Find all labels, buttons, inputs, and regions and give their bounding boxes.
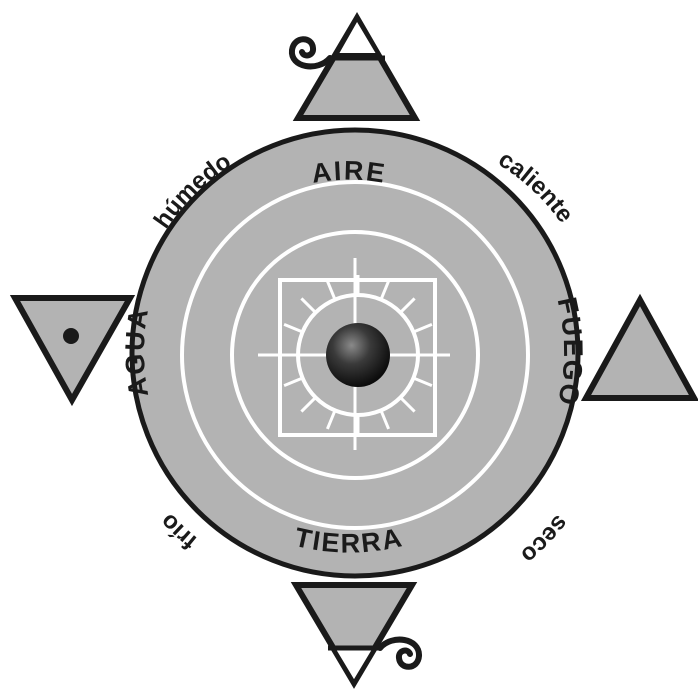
label-frio: frío	[155, 508, 202, 555]
label-seco: seco	[516, 510, 574, 569]
label-agua: AGUA	[120, 305, 154, 400]
water-triangle-icon	[15, 298, 130, 400]
air-spiral-icon	[292, 39, 330, 66]
label-aire: AIRE	[310, 155, 389, 188]
core-sphere	[326, 323, 390, 387]
fire-triangle-icon	[586, 300, 694, 398]
earth-spiral-icon	[380, 640, 419, 667]
earth-triangle-icon	[296, 585, 412, 683]
